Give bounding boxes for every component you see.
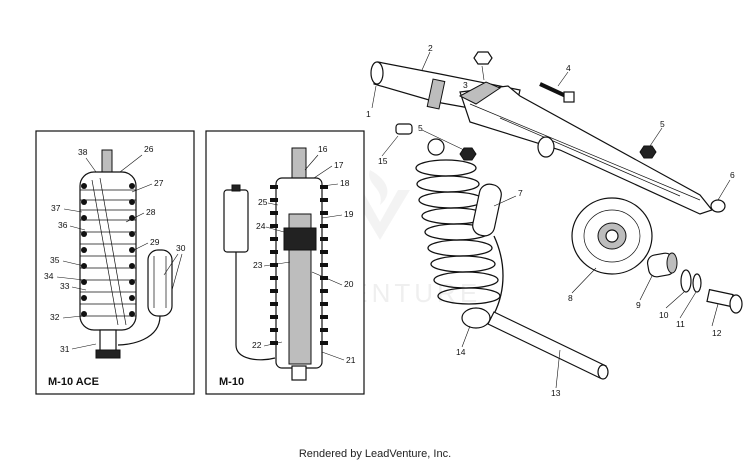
callout-8: 8 (568, 293, 573, 303)
render-credit: Rendered by LeadVenture, Inc. (298, 448, 452, 460)
inset-title-m10-ace: M-10 ACE (48, 376, 99, 388)
callout-24: 24 (256, 221, 266, 231)
callout-32: 32 (50, 312, 60, 322)
callout-13: 13 (551, 388, 561, 398)
callout-10: 10 (659, 310, 669, 320)
callout-3: 3 (463, 80, 468, 90)
inset-m10-ace: M-10 ACE 38 26 2 (35, 130, 195, 395)
main-assembly: 1 2 3 4 5 5 6 7 8 9 10 11 12 13 14 15 (366, 43, 743, 398)
callout-20: 20 (344, 279, 354, 289)
part-13-axle (487, 311, 609, 380)
callout-33: 33 (60, 281, 70, 291)
inset-m10: M-10 16 (205, 130, 365, 395)
part-14-shock (415, 138, 501, 329)
part-11-washer (692, 273, 702, 293)
part-3-nut (473, 51, 493, 65)
callout-5b: 5 (660, 119, 665, 129)
callout-26: 26 (144, 144, 154, 154)
callout-14: 14 (456, 347, 466, 357)
part-9-spacer (646, 252, 678, 278)
callout-17: 17 (334, 160, 344, 170)
inset-title-m10: M-10 (219, 376, 244, 388)
callout-9: 9 (636, 300, 641, 310)
callout-29: 29 (150, 237, 160, 247)
callout-25: 25 (258, 197, 268, 207)
callout-30: 30 (176, 243, 186, 253)
callouts-main: 1 2 3 4 5 5 6 7 8 9 10 11 12 13 14 15 (366, 43, 735, 398)
callout-4: 4 (566, 63, 571, 73)
callout-1: 1 (366, 109, 371, 119)
part-7-reservoir (472, 183, 504, 315)
callout-2: 2 (428, 43, 433, 53)
callout-35: 35 (50, 255, 60, 265)
part-8-wheel (571, 197, 653, 275)
callouts-m10: 16 17 18 25 19 24 23 20 22 21 (252, 144, 356, 365)
part-4-bolt (539, 82, 575, 103)
callout-28: 28 (146, 207, 156, 217)
callout-36: 36 (58, 220, 68, 230)
callout-12: 12 (712, 328, 722, 338)
callout-15: 15 (378, 156, 388, 166)
part-12-bolt (706, 288, 743, 314)
callout-11: 11 (676, 319, 685, 329)
callout-38: 38 (78, 147, 88, 157)
callout-5: 5 (418, 123, 423, 133)
callout-21: 21 (346, 355, 356, 365)
callout-31: 31 (60, 344, 70, 354)
callout-37: 37 (51, 203, 61, 213)
swing-arm (458, 81, 726, 215)
callout-6: 6 (730, 170, 735, 180)
part-5-nut-2 (459, 147, 477, 161)
callout-22: 22 (252, 340, 262, 350)
callouts-m10-ace: 38 26 27 37 36 28 29 30 35 34 33 32 3 (44, 144, 186, 354)
callout-16: 16 (318, 144, 328, 154)
callout-23: 23 (253, 260, 263, 270)
part-10-washer (680, 269, 692, 293)
callout-7: 7 (518, 188, 523, 198)
part-5-nut (639, 145, 657, 159)
callout-19: 19 (344, 209, 354, 219)
callout-27: 27 (154, 178, 164, 188)
callout-34: 34 (44, 271, 54, 281)
callout-18: 18 (340, 178, 350, 188)
part-15-bushing (395, 123, 413, 135)
